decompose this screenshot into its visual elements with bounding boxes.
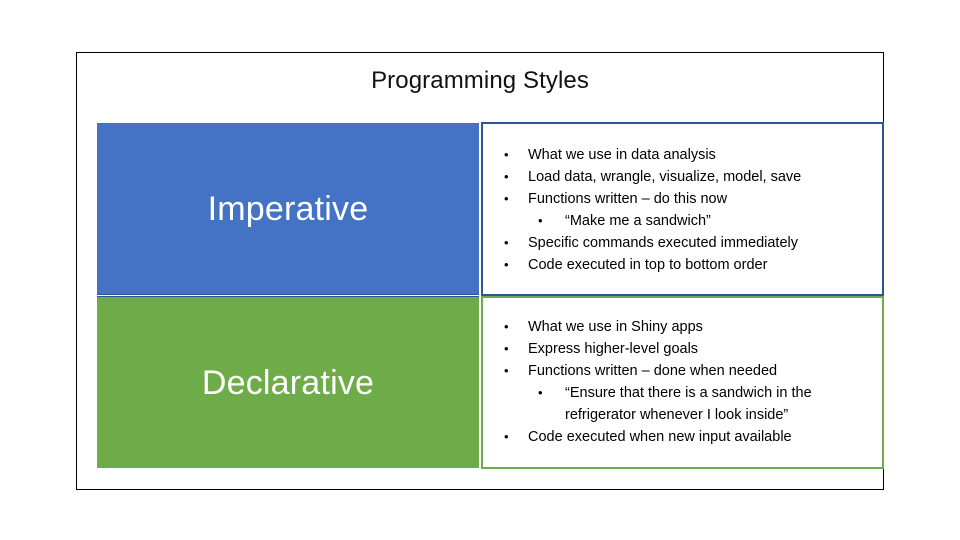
- imperative-label-text: Imperative: [207, 189, 369, 228]
- list-item-sub: “Ensure that there is a sandwich in the …: [495, 382, 876, 426]
- list-item-sub: “Make me a sandwich”: [495, 210, 874, 232]
- list-item: What we use in data analysis: [495, 144, 874, 166]
- list-item: Express higher-level goals: [495, 338, 876, 360]
- declarative-content-cell: What we use in Shiny apps Express higher…: [481, 296, 884, 469]
- imperative-label-cell: Imperative: [97, 123, 479, 295]
- list-item: Code executed in top to bottom order: [495, 254, 874, 276]
- declarative-label-text: Declarative: [201, 363, 375, 402]
- list-item: Functions written – do this now: [495, 188, 874, 210]
- imperative-content-cell: What we use in data analysis Load data, …: [481, 122, 884, 296]
- imperative-bullet-list: What we use in data analysis Load data, …: [483, 124, 882, 276]
- list-item: What we use in Shiny apps: [495, 316, 876, 338]
- list-item: Code executed when new input available: [495, 426, 876, 448]
- declarative-bullet-list: What we use in Shiny apps Express higher…: [483, 298, 882, 448]
- list-item: Load data, wrangle, visualize, model, sa…: [495, 166, 874, 188]
- list-item: Functions written – done when needed: [495, 360, 876, 382]
- declarative-label-cell: Declarative: [97, 296, 479, 468]
- list-item: Specific commands executed immediately: [495, 232, 874, 254]
- page-title: Programming Styles: [371, 67, 589, 94]
